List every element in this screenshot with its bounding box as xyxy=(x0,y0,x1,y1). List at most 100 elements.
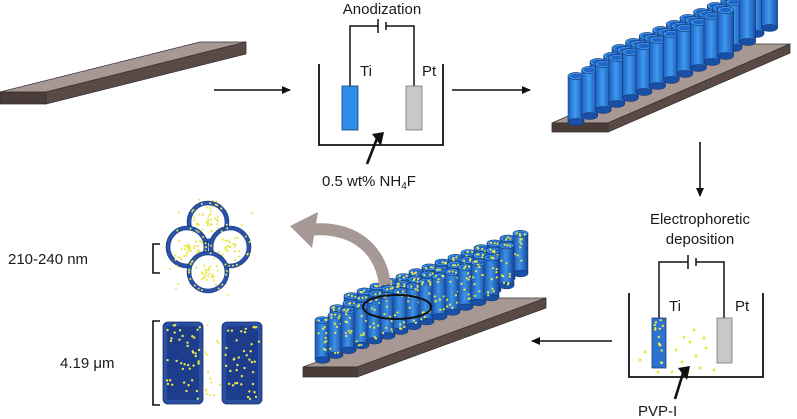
particle xyxy=(173,323,177,327)
nanotube xyxy=(703,12,721,66)
particle xyxy=(518,232,521,236)
particle xyxy=(202,213,205,217)
particle xyxy=(211,199,214,202)
particle xyxy=(492,257,495,260)
particle xyxy=(454,264,457,267)
particle xyxy=(234,382,237,385)
nanotube-body xyxy=(761,0,778,29)
particle xyxy=(357,344,361,347)
particle xyxy=(249,350,252,353)
particle xyxy=(408,306,411,309)
nanotube xyxy=(690,18,707,72)
particle xyxy=(182,381,186,384)
particle xyxy=(362,333,365,337)
particle xyxy=(193,247,196,250)
particle xyxy=(336,351,340,354)
nanotube-bottom xyxy=(635,88,653,96)
particle xyxy=(704,346,708,350)
particle xyxy=(429,283,432,286)
nanotube xyxy=(649,36,666,90)
particle xyxy=(207,267,210,271)
particle xyxy=(226,249,229,252)
particle xyxy=(361,290,364,294)
particle xyxy=(348,316,351,319)
particle xyxy=(364,296,367,299)
particle xyxy=(334,351,337,355)
particle xyxy=(177,283,180,286)
particle xyxy=(248,358,251,361)
particle xyxy=(210,223,213,226)
particle xyxy=(194,354,197,358)
particle xyxy=(493,251,496,254)
nanotube-bottom xyxy=(431,313,448,321)
particle xyxy=(360,343,363,346)
particle xyxy=(192,208,195,211)
particle xyxy=(181,334,184,338)
particle xyxy=(431,272,435,275)
particle xyxy=(234,237,237,240)
particle xyxy=(473,283,476,286)
particle xyxy=(393,314,397,317)
particle xyxy=(248,397,252,401)
nanotube xyxy=(512,230,529,278)
particle xyxy=(180,258,183,261)
particle xyxy=(449,280,452,283)
particle xyxy=(335,325,338,328)
nanotube-opening xyxy=(436,267,447,272)
particle xyxy=(250,360,254,364)
particle xyxy=(481,256,484,259)
particle xyxy=(347,294,350,297)
nanotube-opening xyxy=(651,37,664,43)
particle xyxy=(389,287,392,290)
particle xyxy=(237,356,241,359)
particle xyxy=(432,266,435,269)
particle xyxy=(462,259,466,262)
particle xyxy=(206,224,209,227)
particle xyxy=(189,227,192,230)
particle xyxy=(226,293,229,296)
nanotube xyxy=(457,263,474,311)
particle xyxy=(383,313,386,316)
particle xyxy=(323,341,326,344)
particle xyxy=(185,244,188,247)
particle xyxy=(322,327,325,331)
particle xyxy=(523,233,526,236)
particle xyxy=(445,298,449,301)
nanotube-bottom xyxy=(470,298,487,306)
nanotube-body xyxy=(717,9,734,57)
particle xyxy=(455,301,459,304)
particle xyxy=(442,275,445,278)
particle xyxy=(202,277,205,280)
particle xyxy=(518,240,522,243)
particle xyxy=(407,300,410,303)
nanotube-bottom xyxy=(483,294,500,302)
particle xyxy=(207,214,210,217)
particle xyxy=(423,315,426,319)
particle xyxy=(472,276,475,279)
particle xyxy=(438,298,442,301)
particle xyxy=(209,393,212,397)
particle xyxy=(238,249,241,253)
particle xyxy=(244,327,248,331)
particle xyxy=(213,394,216,397)
particle xyxy=(213,257,216,260)
pt-electrode-1 xyxy=(405,85,423,131)
particle xyxy=(692,328,696,332)
particle xyxy=(216,220,219,223)
particle xyxy=(413,271,417,274)
nanotube-bottom xyxy=(649,82,666,90)
particle xyxy=(454,294,458,297)
particle xyxy=(188,271,191,274)
particle xyxy=(370,307,373,310)
nanotube-bottom xyxy=(457,303,474,311)
particle xyxy=(469,259,472,262)
ti-foil xyxy=(0,41,247,105)
particle xyxy=(403,325,406,329)
particle xyxy=(202,264,206,267)
particle xyxy=(377,324,380,327)
particle xyxy=(183,255,186,258)
nanotube xyxy=(379,292,396,340)
particle xyxy=(233,250,237,253)
particle xyxy=(433,295,436,298)
particle xyxy=(225,346,228,350)
